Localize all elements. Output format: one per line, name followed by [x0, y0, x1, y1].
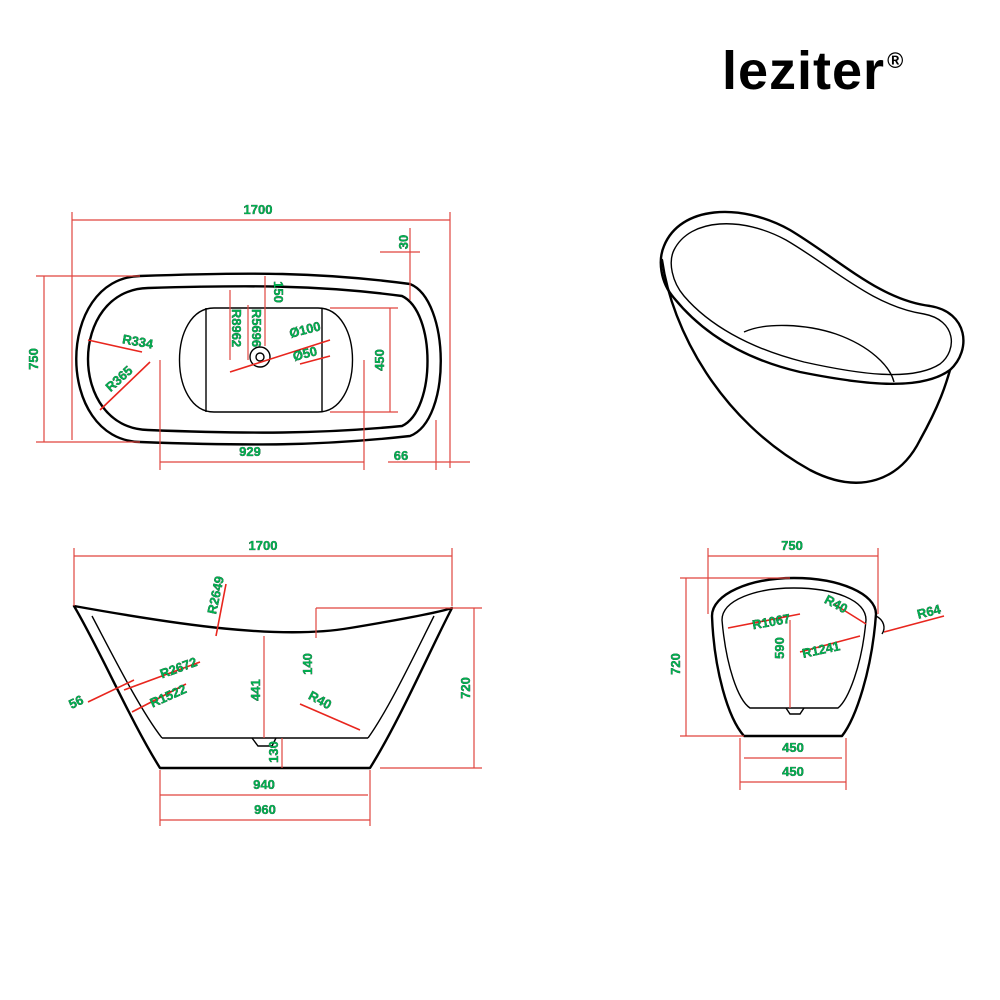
- side-view: 1700 R2649 R2672 R1522 56 140 441 R40 72…: [66, 538, 482, 826]
- label-basin-length: 929: [239, 444, 261, 459]
- brand-name: leziter: [722, 41, 886, 101]
- end-view-lip-arc: [875, 615, 885, 635]
- label-top-drain: 150: [271, 281, 286, 303]
- leader-r334: [87, 339, 143, 353]
- label-side-length: 1700: [249, 538, 278, 553]
- drain-inner-circle: [255, 352, 265, 362]
- label-end-height: 720: [668, 653, 683, 675]
- leader-r1067: [727, 613, 801, 629]
- label-top-length: 1700: [244, 202, 273, 217]
- registered-mark: ®: [887, 48, 905, 73]
- label-top-width: 750: [26, 348, 41, 370]
- label-r365: R365: [102, 363, 135, 395]
- label-r5696: R5696: [249, 309, 264, 347]
- label-top-rim: 30: [396, 235, 411, 249]
- leader-wall-thickness: [87, 679, 135, 703]
- label-inner-base: 940: [253, 777, 275, 792]
- top-view-inner-rim: [86, 285, 429, 434]
- label-r64: R64: [916, 601, 944, 622]
- label-end-inner-depth: 590: [772, 637, 787, 659]
- label-wall-thickness: 56: [66, 692, 86, 712]
- leader-drain-diameter: [229, 339, 331, 373]
- leader-end-r40: [833, 603, 867, 625]
- brand-logo: leziter®: [722, 41, 905, 101]
- label-base-offset: 130: [266, 741, 281, 763]
- top-view: 1700 30 150 750 R334 R365 R8962 R5696 Ø1…: [26, 202, 470, 470]
- leader-r64: [883, 615, 945, 633]
- label-dia50: Ø50: [291, 343, 318, 364]
- leader-r1241: [799, 635, 861, 653]
- label-end-outer-base: 450: [782, 764, 804, 779]
- label-inner-depth: 441: [248, 679, 263, 701]
- leader-r1522: [131, 683, 187, 713]
- leader-r2672: [123, 661, 201, 691]
- label-rim-offset: 66: [394, 448, 408, 463]
- label-end-r40: R40: [822, 592, 850, 616]
- end-view: 750 720 R1067 R40 R64 590 R1241 450 450: [668, 538, 945, 790]
- label-r1241: R1241: [801, 638, 842, 661]
- top-view-basin: [178, 307, 354, 413]
- perspective-view: [659, 210, 965, 484]
- end-view-drain: [785, 707, 805, 715]
- label-r334: R334: [121, 331, 155, 351]
- top-view-outer-rim: [75, 272, 442, 446]
- label-r1067: R1067: [751, 611, 791, 632]
- perspective-basin: [743, 324, 895, 383]
- label-side-height: 720: [458, 677, 473, 699]
- side-view-inner-wall-left: [91, 615, 163, 739]
- leader-side-r40: [299, 703, 361, 731]
- drain-outer-circle: [249, 346, 271, 368]
- label-r2672: R2672: [158, 654, 199, 681]
- label-end-inner-base: 450: [782, 740, 804, 755]
- label-outer-base: 960: [254, 802, 276, 817]
- leader-r2649: [215, 583, 227, 637]
- label-r8962: R8962: [229, 309, 244, 347]
- side-view-drain: [251, 737, 277, 747]
- side-view-inner-wall-right: [367, 615, 435, 739]
- end-view-inner-wall: [721, 587, 867, 709]
- label-r1522: R1522: [148, 681, 189, 710]
- perspective-body: [660, 258, 952, 484]
- leader-r365: [99, 361, 151, 411]
- label-dia100: Ø100: [288, 319, 322, 341]
- label-center-drop: 140: [300, 653, 315, 675]
- perspective-rim-outer: [659, 210, 965, 386]
- label-basin-width: 450: [372, 349, 387, 371]
- end-view-outer-shell: [710, 576, 878, 738]
- perspective-rim-inner: [670, 223, 953, 376]
- label-end-width: 750: [781, 538, 803, 553]
